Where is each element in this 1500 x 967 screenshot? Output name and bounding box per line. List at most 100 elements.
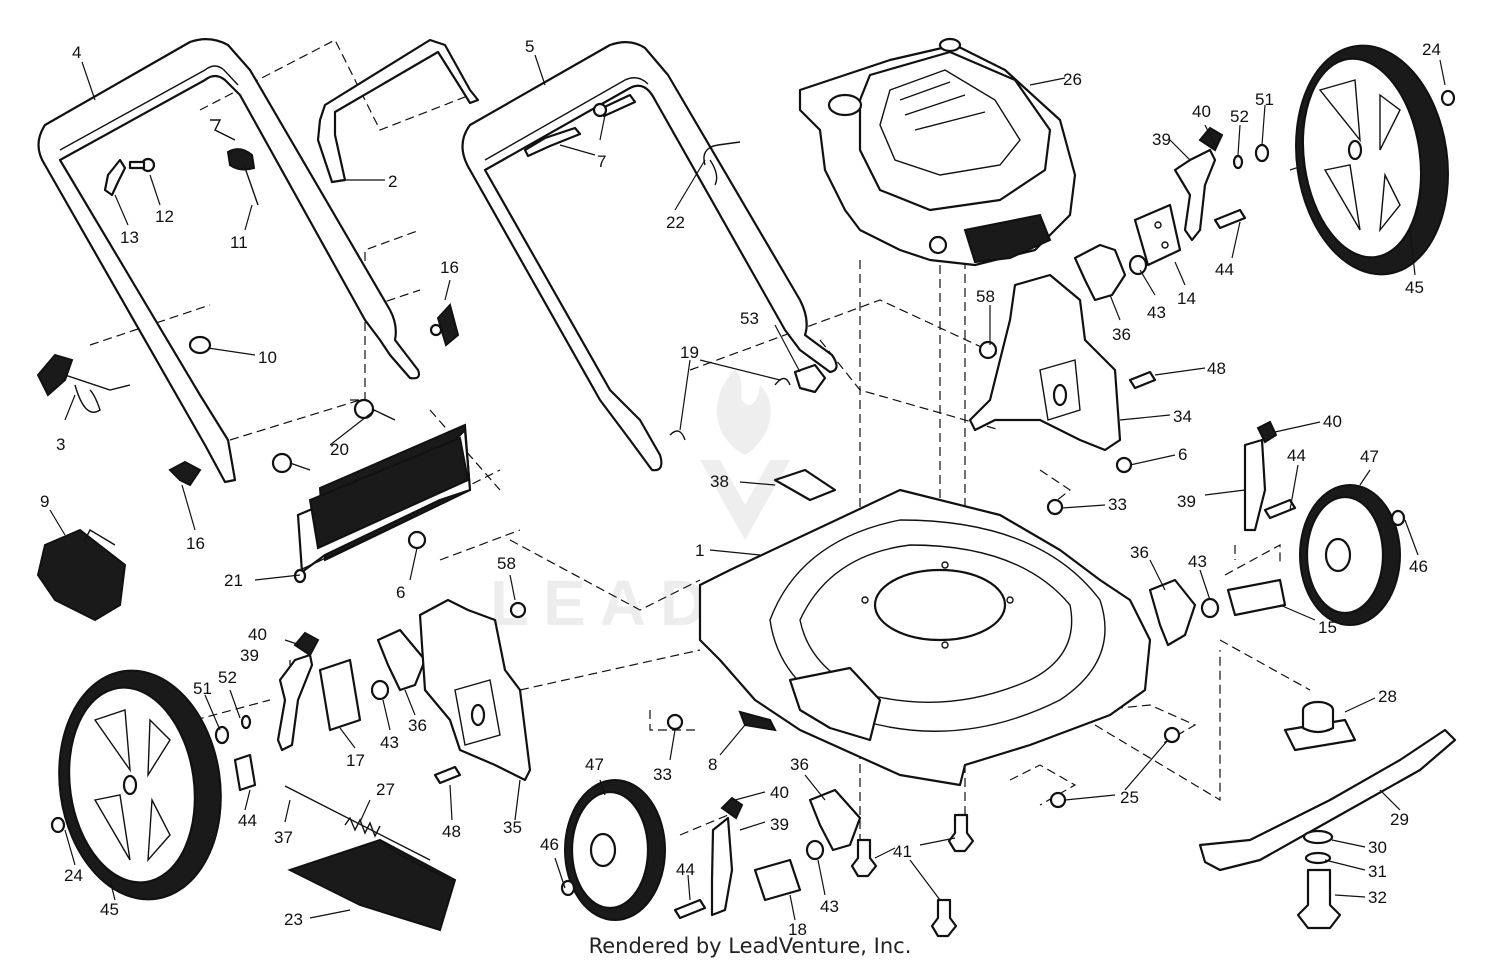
nut-6-left xyxy=(407,530,427,550)
bolt-44-lower-left xyxy=(233,753,257,792)
hairpin-19 xyxy=(669,377,791,441)
bracket-35 xyxy=(418,598,532,782)
wheel-47-lower xyxy=(564,779,666,921)
callout-34: 34 xyxy=(1173,407,1192,426)
spacer-43-lower-left xyxy=(370,679,390,701)
callout-20: 20 xyxy=(330,440,349,459)
callout-24-upper: 24 xyxy=(1422,40,1441,59)
spacer-43-right xyxy=(1200,597,1220,619)
watermark-flame-icon xyxy=(716,370,771,455)
callout-23: 23 xyxy=(284,910,303,929)
blade-29 xyxy=(1198,728,1457,872)
handle-knob-3 xyxy=(36,353,131,413)
pad-38 xyxy=(773,468,837,502)
blade-adapter-28 xyxy=(1283,700,1357,752)
bolt-44-upper xyxy=(1213,208,1247,230)
rod-37 xyxy=(284,785,431,861)
callout-36-lower-left: 36 xyxy=(408,716,427,735)
spacer-58-upper xyxy=(978,340,998,360)
callout-18: 18 xyxy=(788,920,807,939)
washer-31 xyxy=(1304,851,1332,865)
ratchet-36-lower-mid xyxy=(808,788,862,852)
clip-52-lower xyxy=(240,714,252,730)
engine-26 xyxy=(798,37,1077,267)
callout-28: 28 xyxy=(1378,687,1397,706)
height-adjuster-lower-mid xyxy=(710,796,744,917)
callout-33-right: 33 xyxy=(1108,495,1127,514)
fastener-12-13 xyxy=(103,157,156,197)
bolts-41 xyxy=(850,813,975,938)
spacer-10 xyxy=(188,335,212,355)
callout-16-upper: 16 xyxy=(440,258,459,277)
callout-6-left: 6 xyxy=(396,583,405,602)
nut-33-left xyxy=(666,713,684,731)
nut-24-lower xyxy=(50,816,66,834)
callout-10: 10 xyxy=(258,348,277,367)
callout-19: 19 xyxy=(680,343,699,362)
callout-46-lower: 46 xyxy=(540,835,559,854)
nut-6-right xyxy=(1115,456,1133,474)
bracket-34 xyxy=(968,273,1122,452)
handle-knob-16-lower xyxy=(168,460,202,487)
bolt-44-lower-mid xyxy=(673,898,707,920)
callout-33-left: 33 xyxy=(653,765,672,784)
callout-39-right: 39 xyxy=(1177,492,1196,511)
upper-handle-center xyxy=(461,41,838,472)
callout-48-upper: 48 xyxy=(1207,359,1226,378)
upper-handle-left xyxy=(37,38,421,484)
callout-47-lower: 47 xyxy=(585,755,604,774)
callout-44-upper: 44 xyxy=(1215,260,1234,279)
callout-39-lower-left: 39 xyxy=(240,646,259,665)
callout-31: 31 xyxy=(1368,862,1387,881)
wheel-47-right xyxy=(1299,484,1401,626)
callout-43-right: 43 xyxy=(1188,552,1207,571)
callout-17: 17 xyxy=(346,751,365,770)
callout-9: 9 xyxy=(40,492,49,511)
callout-53: 53 xyxy=(740,309,759,328)
clip-52-upper xyxy=(1232,154,1244,170)
bracket-18 xyxy=(753,858,802,902)
callout-7: 7 xyxy=(597,152,606,171)
callout-8: 8 xyxy=(708,755,717,774)
rear-flap-21 xyxy=(293,423,472,584)
watermark-v-icon xyxy=(700,460,790,540)
callout-29: 29 xyxy=(1390,810,1409,829)
spring-27 xyxy=(344,816,381,838)
clip-8 xyxy=(738,710,777,732)
callout-39-upper: 39 xyxy=(1152,130,1171,149)
callout-40-right: 40 xyxy=(1323,412,1342,431)
callout-6-right: 6 xyxy=(1178,445,1187,464)
bracket-15 xyxy=(1226,578,1287,617)
callout-38: 38 xyxy=(710,472,729,491)
callout-39-lower-mid: 39 xyxy=(770,815,789,834)
nut-46-right xyxy=(1390,509,1406,527)
callout-45-upper: 45 xyxy=(1405,278,1424,297)
callout-32: 32 xyxy=(1368,888,1387,907)
handle-grip-9 xyxy=(36,528,127,622)
spacer-43-upper xyxy=(1128,254,1148,276)
callout-36-right: 36 xyxy=(1130,543,1149,562)
height-adjuster-upper xyxy=(1173,126,1224,242)
callout-36-lower-mid: 36 xyxy=(790,755,809,774)
mower-deck xyxy=(698,488,1152,787)
callout-1: 1 xyxy=(695,541,704,560)
callout-52-upper: 52 xyxy=(1230,107,1249,126)
control-cable xyxy=(210,119,259,206)
door-hinge xyxy=(379,839,451,881)
callout-37: 37 xyxy=(274,828,293,847)
callout-13: 13 xyxy=(120,228,139,247)
callout-labels: 4 5 2 7 22 26 24 40 52 51 39 12 13 11 44… xyxy=(40,37,1441,939)
washer-51-upper xyxy=(1254,143,1270,163)
bolt-48-upper xyxy=(1128,370,1157,390)
callout-44-lower-left: 44 xyxy=(238,811,257,830)
height-adjuster-lower-left xyxy=(276,631,320,752)
callout-41: 41 xyxy=(893,842,912,861)
callout-52-lower: 52 xyxy=(218,668,237,687)
callout-30: 30 xyxy=(1368,838,1387,857)
leader-lines xyxy=(49,54,1446,921)
bracket-17 xyxy=(318,658,362,732)
bolt-48-lower xyxy=(433,765,462,785)
callout-51-upper: 51 xyxy=(1255,90,1274,109)
callout-48-lower: 48 xyxy=(442,822,461,841)
